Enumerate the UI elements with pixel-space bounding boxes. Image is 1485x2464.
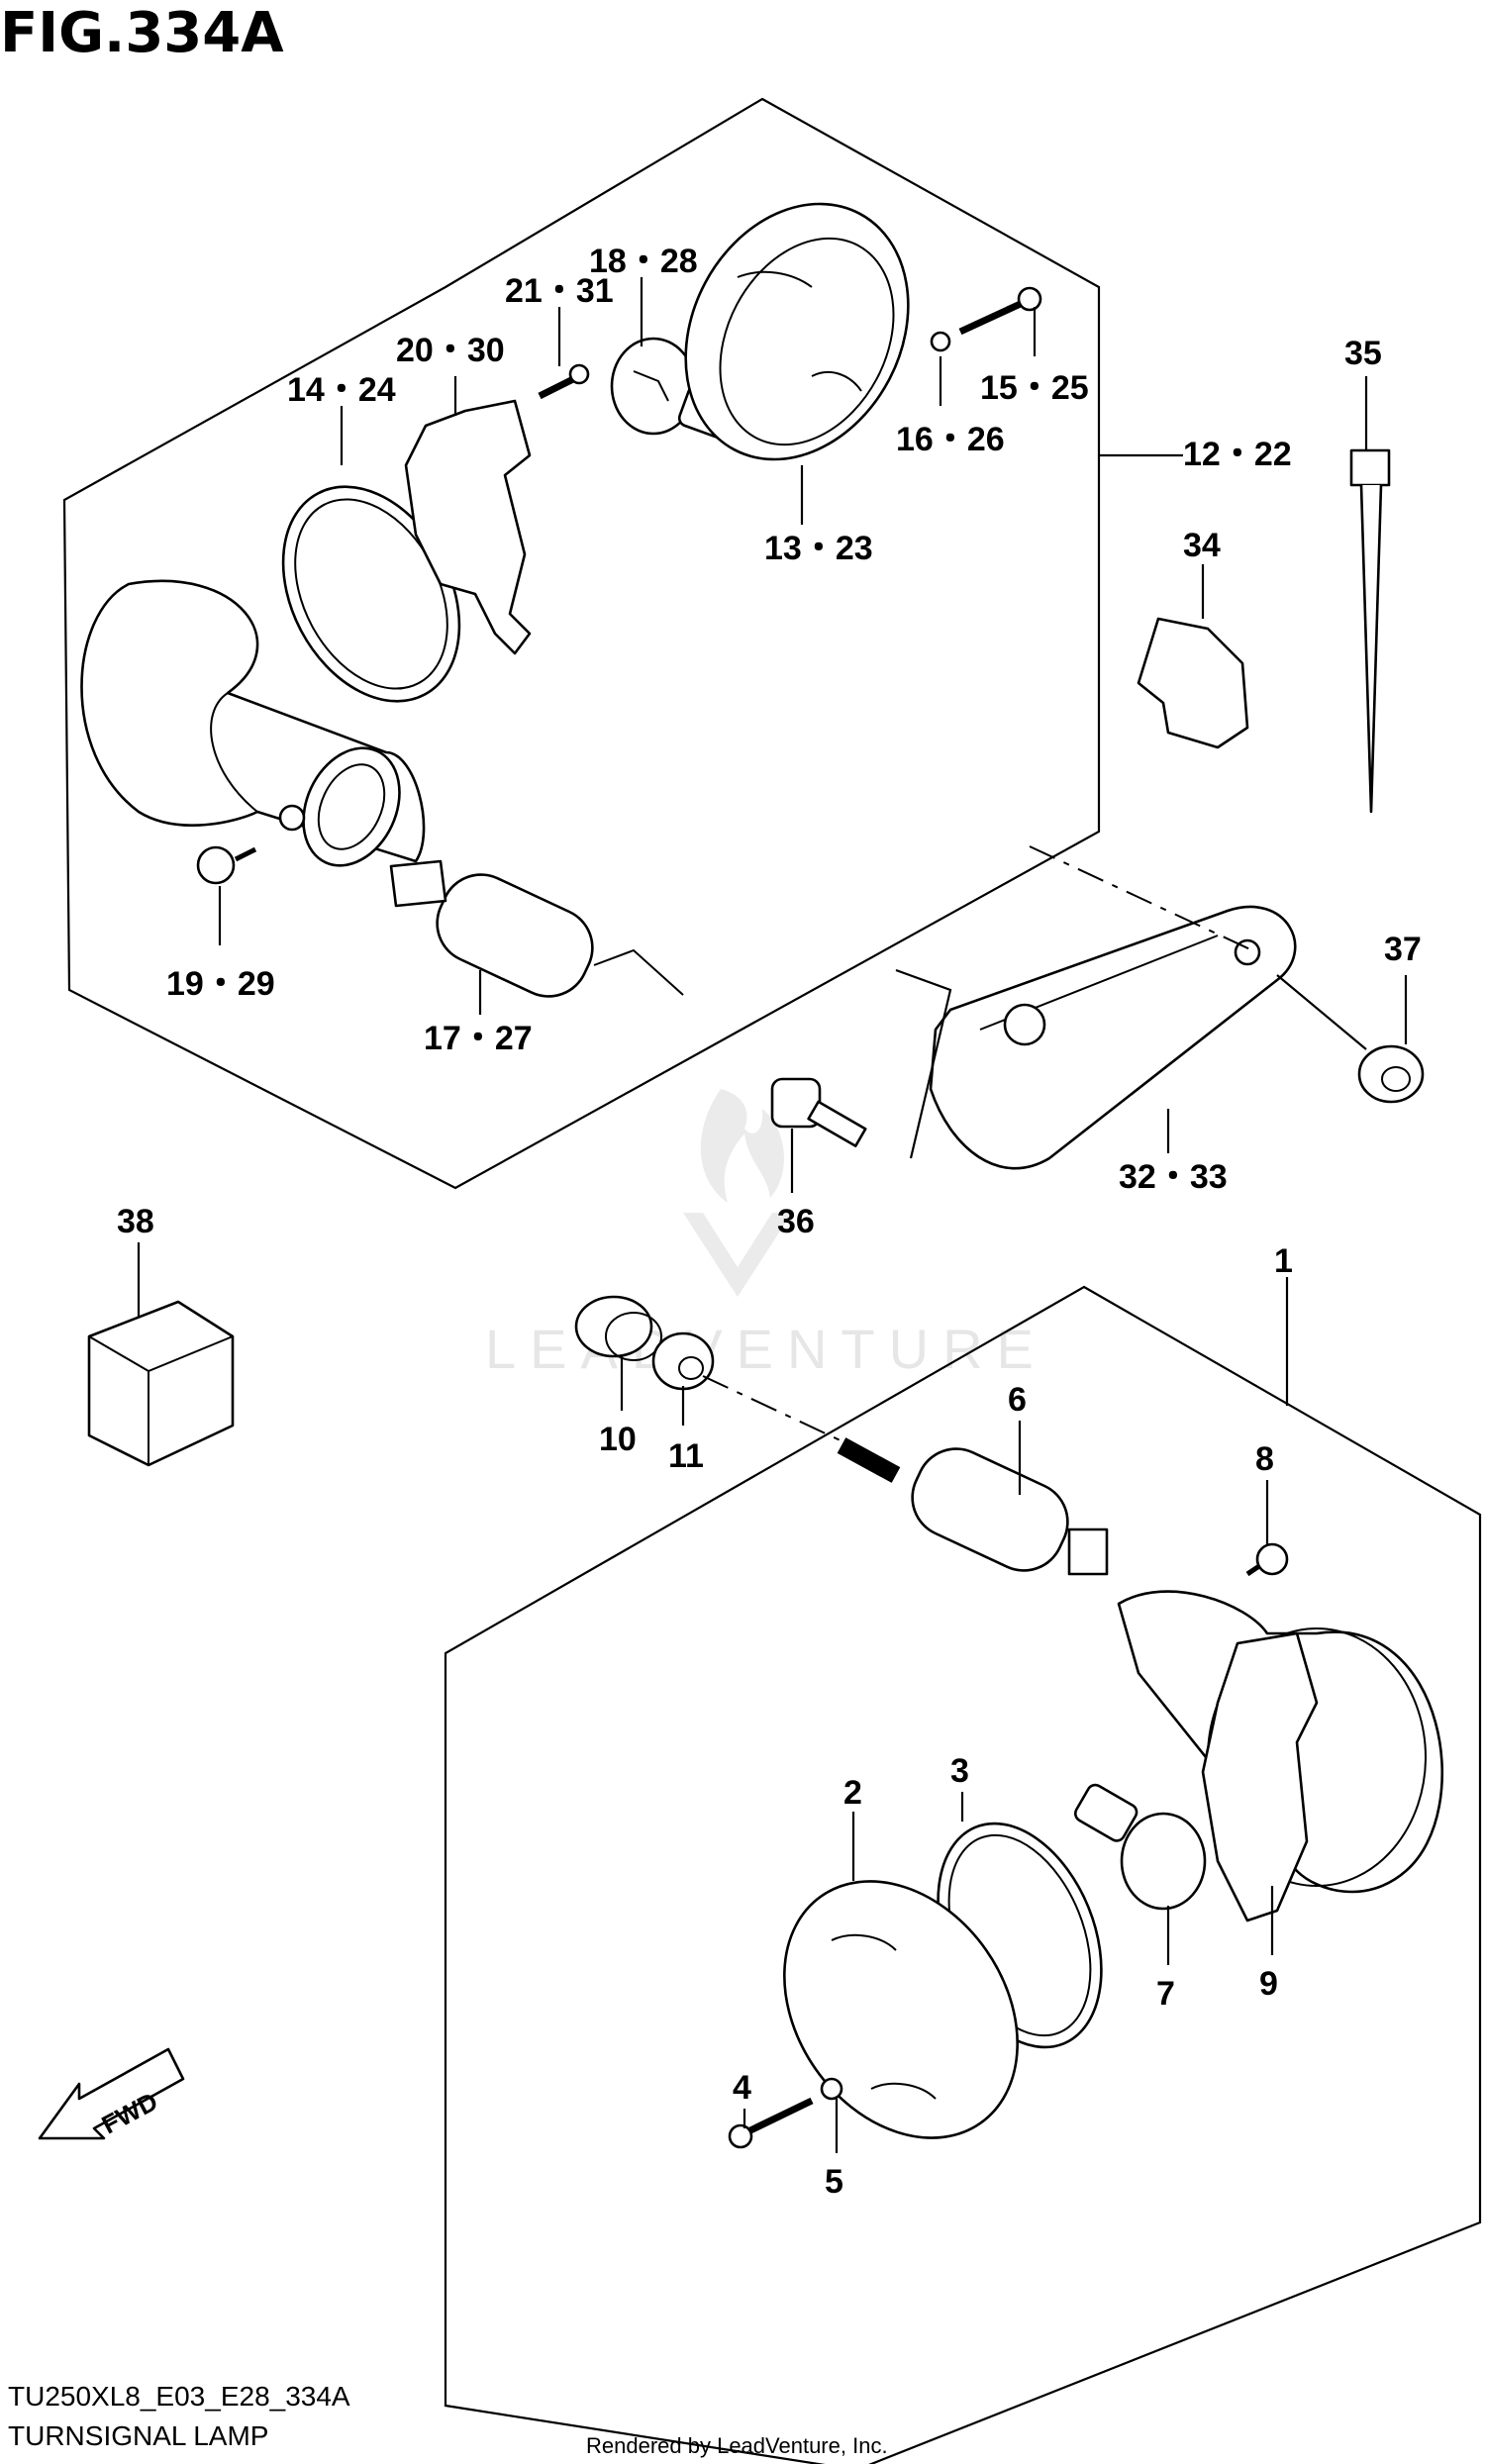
- callout-36: 36: [777, 1203, 815, 1240]
- callout-17-27: 17・27: [424, 1020, 533, 1057]
- callout-1: 1: [1274, 1242, 1293, 1280]
- lower-lens: [783, 1880, 1019, 2139]
- callout-11: 11: [668, 1437, 704, 1475]
- callout-20-30: 20・30: [396, 332, 505, 369]
- watermark-text: LEADVENTURE: [485, 1318, 1047, 1380]
- callout-13-23: 13・23: [764, 530, 873, 567]
- leader-lines: [137, 277, 1408, 2153]
- callout-12-22: 12・22: [1183, 436, 1292, 473]
- callout-10: 10: [599, 1421, 637, 1458]
- section-name: TURNSIGNAL LAMP: [8, 2420, 268, 2451]
- dashline-lower: [702, 1375, 862, 1451]
- fwd-arrow-icon: FWD: [38, 2047, 185, 2140]
- callout-32-33: 32・33: [1119, 1158, 1228, 1196]
- callout-6: 6: [1008, 1381, 1027, 1419]
- callout-5: 5: [825, 2163, 843, 2201]
- callout-9: 9: [1259, 1965, 1278, 2003]
- callout-14-24: 14・24: [287, 371, 396, 409]
- upper-lens-screw: [958, 286, 1042, 336]
- callout-8: 8: [1255, 1440, 1274, 1478]
- callout-18-28: 18・28: [589, 243, 698, 280]
- callout-35: 35: [1344, 335, 1382, 372]
- render-credit: Rendered by LeadVenture, Inc.: [586, 2433, 888, 2458]
- callout-4: 4: [733, 2069, 751, 2107]
- dashline-bracket: [1029, 845, 1253, 951]
- upper-lamp-housing: [80, 579, 426, 867]
- callout-15-25: 15・25: [980, 369, 1089, 407]
- lower-socket-holder: [1201, 1631, 1319, 1922]
- zigzag-line: [895, 968, 952, 1159]
- bracket-hole: [1234, 938, 1261, 966]
- grommet: [574, 1295, 662, 1361]
- bracket-stud: [1003, 1003, 1046, 1046]
- lower-nut: [651, 1331, 715, 1391]
- bracket-nut: [1357, 1044, 1425, 1104]
- upper-holder-screw: [538, 363, 590, 400]
- lower-housing-screw: [1245, 1542, 1289, 1577]
- callout-21-31: 21・31: [505, 272, 614, 310]
- callout-3: 3: [950, 1752, 969, 1790]
- leader-bracket-nut: [1276, 974, 1367, 1050]
- upper-assembly-frame: [62, 97, 1101, 1190]
- callout-37: 37: [1384, 931, 1422, 968]
- cable-tie: [1349, 448, 1391, 814]
- lower-bulb: [1073, 1783, 1207, 1911]
- bracket: [929, 905, 1297, 1170]
- callout-38: 38: [117, 1203, 154, 1240]
- callout-16-26: 16・26: [896, 421, 1005, 458]
- lower-assembly-frame: [444, 1285, 1482, 2464]
- bracket-bolt: [770, 1077, 867, 1147]
- callout-34: 34: [1183, 527, 1221, 564]
- figure-title: FIG.334A: [0, 1, 284, 65]
- upper-housing-screw: [196, 845, 257, 885]
- lower-rubber-boot: [837, 1437, 1109, 1576]
- callout-19-29: 19・29: [166, 965, 275, 1003]
- upper-socket-holder: [404, 399, 532, 655]
- wire-clamp: [1137, 617, 1249, 749]
- watermark-flame-icon: [700, 1089, 784, 1203]
- callout-7: 7: [1156, 1975, 1175, 2013]
- callout-2: 2: [843, 1774, 862, 1812]
- upper-rubber-boot: [389, 859, 684, 998]
- upper-washer: [930, 331, 951, 352]
- lower-lens-screw: [728, 2097, 814, 2149]
- lower-washer: [820, 2077, 843, 2101]
- model-code: TU250XL8_E03_E28_334A: [8, 2381, 350, 2412]
- turnsignal-relay: [87, 1300, 235, 1467]
- upper-lens: [684, 202, 910, 461]
- watermark-v-icon: [683, 1213, 792, 1297]
